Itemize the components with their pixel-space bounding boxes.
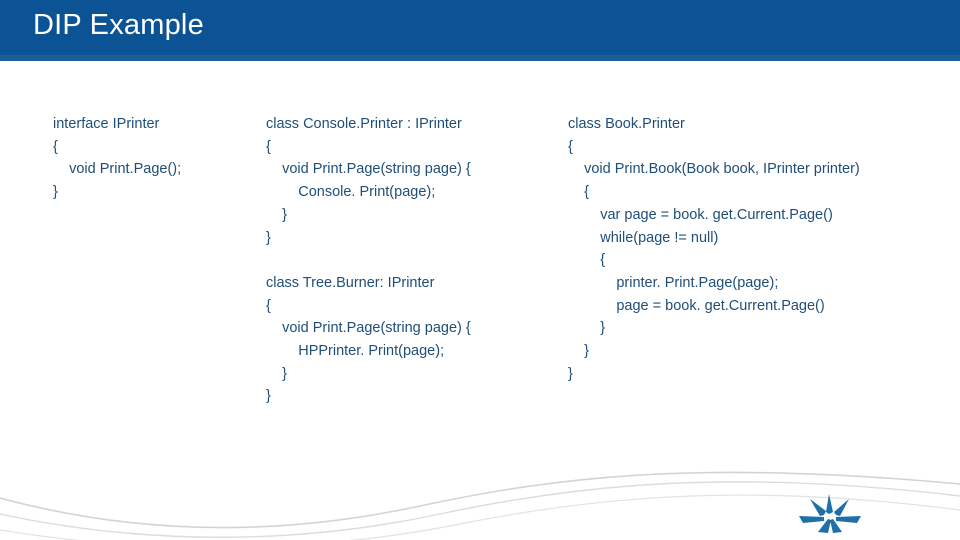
code-line: var page = book. get.Current.Page() — [568, 206, 833, 223]
code-line: { — [266, 297, 271, 314]
code-column-console-printer-column: class Console.Printer : IPrinter { void P… — [266, 113, 471, 408]
code-line: while(page != null) — [568, 229, 719, 246]
code-line: { — [568, 138, 573, 155]
code-line: } — [568, 365, 573, 382]
code-line: interface IPrinter — [53, 116, 160, 132]
code-line: } — [568, 343, 589, 360]
code-line: void Print.Book(Book book, IPrinter prin… — [568, 161, 860, 178]
page-title: DIP Example — [33, 9, 204, 41]
code-block: class Tree.Burner: IPrinter { void Print.… — [266, 272, 471, 408]
code-line: class Console.Printer : IPrinter — [266, 116, 462, 132]
code-line: page = book. get.Current.Page() — [568, 297, 825, 314]
code-line: } — [53, 184, 58, 201]
code-line: Console. Print(page); — [266, 184, 436, 201]
code-line: void Print.Page(); — [53, 161, 182, 178]
code-line: } — [266, 206, 287, 223]
code-block: class Book.Printer { void Print.Book(Book… — [568, 113, 860, 385]
header-band-accent — [0, 55, 960, 61]
code-line: class Book.Printer — [568, 116, 685, 132]
code-line: { — [266, 138, 271, 155]
code-column-book-printer-column: class Book.Printer { void Print.Book(Book… — [568, 113, 860, 385]
code-line: printer. Print.Page(page); — [568, 274, 779, 291]
code-line: } — [266, 229, 271, 246]
code-line: class Tree.Burner: IPrinter — [266, 274, 435, 291]
code-line: { — [568, 184, 589, 201]
code-line: } — [266, 365, 287, 382]
code-line: { — [568, 252, 606, 269]
code-line: HPPrinter. Print(page); — [266, 343, 445, 360]
code-block: interface IPrinter { void Print.Page();} — [53, 113, 181, 204]
code-block: class Console.Printer : IPrinter { void P… — [266, 113, 471, 249]
code-line: { — [53, 138, 58, 155]
code-line: } — [266, 388, 271, 405]
header-band — [0, 0, 960, 55]
starburst-logo-icon — [799, 494, 861, 533]
code-line: void Print.Page(string page) { — [266, 320, 471, 337]
code-line: void Print.Page(string page) { — [266, 161, 471, 178]
code-line: } — [568, 320, 606, 337]
code-column-interface-column: interface IPrinter { void Print.Page();} — [53, 113, 181, 204]
